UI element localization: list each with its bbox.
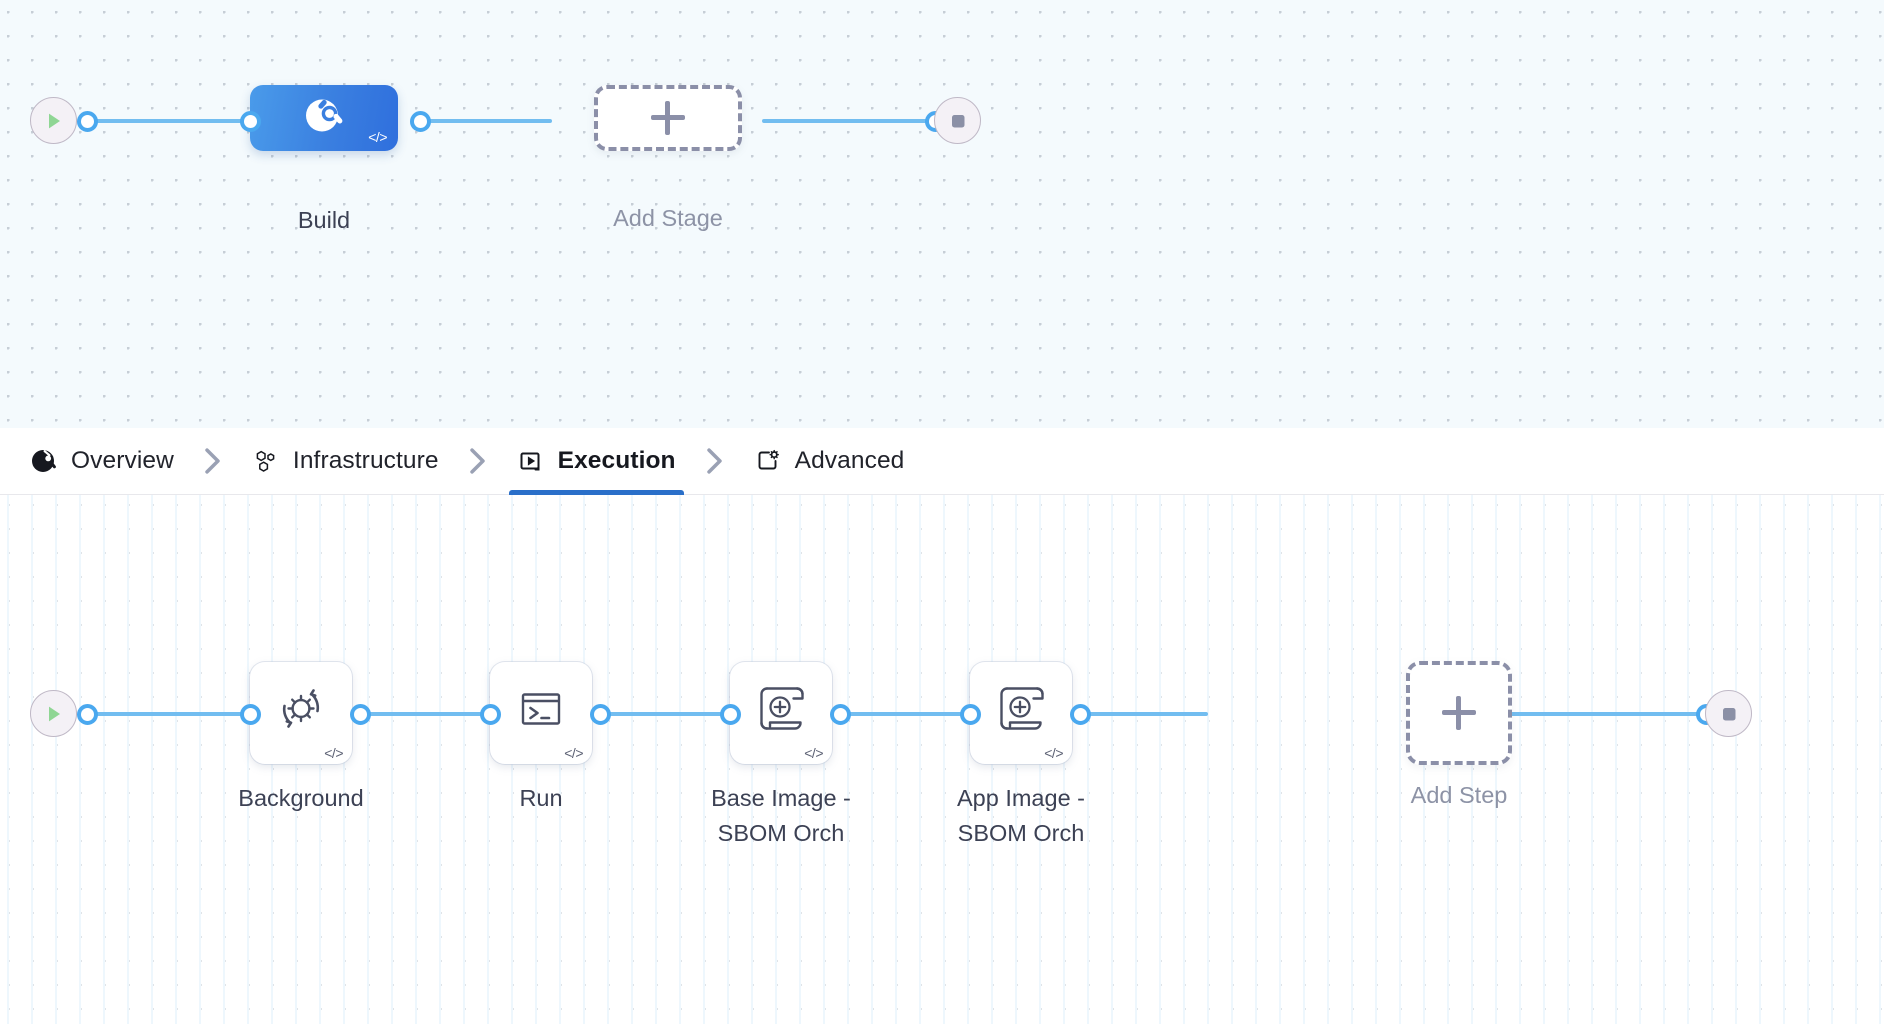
stage-wire-build-to-addstage bbox=[420, 119, 552, 123]
stage-code-badge: </> bbox=[368, 129, 387, 145]
tab-separator-2 bbox=[447, 446, 509, 476]
step-code-badge: </> bbox=[564, 745, 583, 761]
step-run-output-knob[interactable] bbox=[590, 704, 611, 725]
execution-play-box-icon bbox=[517, 447, 545, 475]
step-wire-appimage-to-addstep bbox=[1080, 712, 1208, 716]
step-base-image-input-knob[interactable] bbox=[720, 704, 741, 725]
pipeline-stage-canvas[interactable]: </> Build Add Stage bbox=[0, 0, 1884, 428]
plus-icon bbox=[651, 101, 685, 135]
step-node-background[interactable]: </> bbox=[250, 662, 352, 764]
stop-square-icon bbox=[1722, 707, 1735, 720]
add-step-label: Add Step bbox=[1410, 782, 1508, 808]
harness-build-icon bbox=[302, 94, 346, 143]
step-wire-run-to-baseimage bbox=[600, 712, 722, 716]
step-background-input-knob[interactable] bbox=[240, 704, 261, 725]
step-base-image-output-knob[interactable] bbox=[830, 704, 851, 725]
stage-start-output-knob[interactable] bbox=[77, 111, 98, 132]
stage-node-build-label: Build bbox=[297, 207, 351, 233]
step-start-output-knob[interactable] bbox=[77, 704, 98, 725]
step-node-run-label: Run bbox=[519, 785, 563, 811]
stage-wire-addstage-to-end bbox=[762, 119, 934, 123]
step-node-app-image-sbom-orch[interactable]: </> bbox=[970, 662, 1072, 764]
step-node-base-image-label: Base Image - SBOM Orch bbox=[711, 785, 851, 846]
tab-overview[interactable]: Overview bbox=[22, 428, 182, 495]
overview-pie-icon bbox=[30, 447, 58, 475]
advanced-gear-box-icon bbox=[754, 447, 782, 475]
add-step-button[interactable] bbox=[1406, 661, 1512, 765]
stage-start-node[interactable] bbox=[30, 97, 77, 144]
tab-separator-1 bbox=[182, 446, 244, 476]
step-app-image-input-knob[interactable] bbox=[960, 704, 981, 725]
chevron-right-icon bbox=[707, 448, 722, 474]
stage-end-node[interactable] bbox=[934, 97, 981, 144]
step-code-badge: </> bbox=[324, 745, 343, 761]
step-wire-baseimage-to-appimage bbox=[840, 712, 962, 716]
step-code-badge: </> bbox=[1044, 745, 1063, 761]
step-node-app-image-label: App Image - SBOM Orch bbox=[956, 785, 1085, 846]
tab-infrastructure-label: Infrastructure bbox=[292, 447, 439, 474]
add-stage-button[interactable] bbox=[594, 85, 742, 151]
add-stage-label: Add Stage bbox=[613, 205, 723, 231]
gear-refresh-icon bbox=[270, 677, 332, 744]
stage-wire-start-to-build bbox=[86, 119, 246, 123]
pipeline-step-canvas[interactable]: </> Background </> Run bbox=[0, 495, 1884, 1024]
step-node-background-label: Background bbox=[238, 785, 364, 811]
step-wire-background-to-run bbox=[360, 712, 482, 716]
stage-build-input-knob[interactable] bbox=[240, 111, 261, 132]
tab-advanced[interactable]: Advanced bbox=[746, 428, 913, 495]
sbom-scroll-plus-icon bbox=[751, 678, 811, 743]
play-icon bbox=[48, 706, 60, 721]
tab-execution[interactable]: Execution bbox=[508, 428, 684, 495]
tab-infrastructure[interactable]: Infrastructure bbox=[244, 428, 447, 495]
chevron-right-icon bbox=[470, 448, 485, 474]
step-end-node[interactable] bbox=[1705, 690, 1752, 737]
stage-build-output-knob[interactable] bbox=[410, 111, 431, 132]
step-node-base-image-sbom-orch[interactable]: </> bbox=[730, 662, 832, 764]
tab-separator-3 bbox=[684, 446, 746, 476]
step-run-input-knob[interactable] bbox=[480, 704, 501, 725]
step-background-output-knob[interactable] bbox=[350, 704, 371, 725]
stage-config-tab-bar[interactable]: Overview Infrastructure Exec bbox=[0, 428, 1884, 495]
tab-execution-label: Execution bbox=[557, 447, 676, 474]
hexagon-cluster-icon bbox=[252, 447, 280, 475]
step-app-image-output-knob[interactable] bbox=[1070, 704, 1091, 725]
stop-square-icon bbox=[951, 114, 964, 127]
terminal-icon bbox=[515, 682, 567, 739]
step-wire-addstep-to-end bbox=[1408, 712, 1704, 716]
play-icon bbox=[48, 113, 60, 128]
plus-icon bbox=[1442, 696, 1476, 730]
tab-advanced-label: Advanced bbox=[794, 447, 905, 474]
step-code-badge: </> bbox=[804, 745, 823, 761]
tab-overview-label: Overview bbox=[71, 447, 174, 474]
step-node-run[interactable]: </> bbox=[490, 662, 592, 764]
step-start-node[interactable] bbox=[30, 690, 77, 737]
sbom-scroll-plus-icon bbox=[991, 678, 1051, 743]
step-wire-start-to-background bbox=[86, 712, 246, 716]
chevron-right-icon bbox=[205, 448, 221, 474]
stage-node-build[interactable]: </> bbox=[250, 85, 398, 151]
